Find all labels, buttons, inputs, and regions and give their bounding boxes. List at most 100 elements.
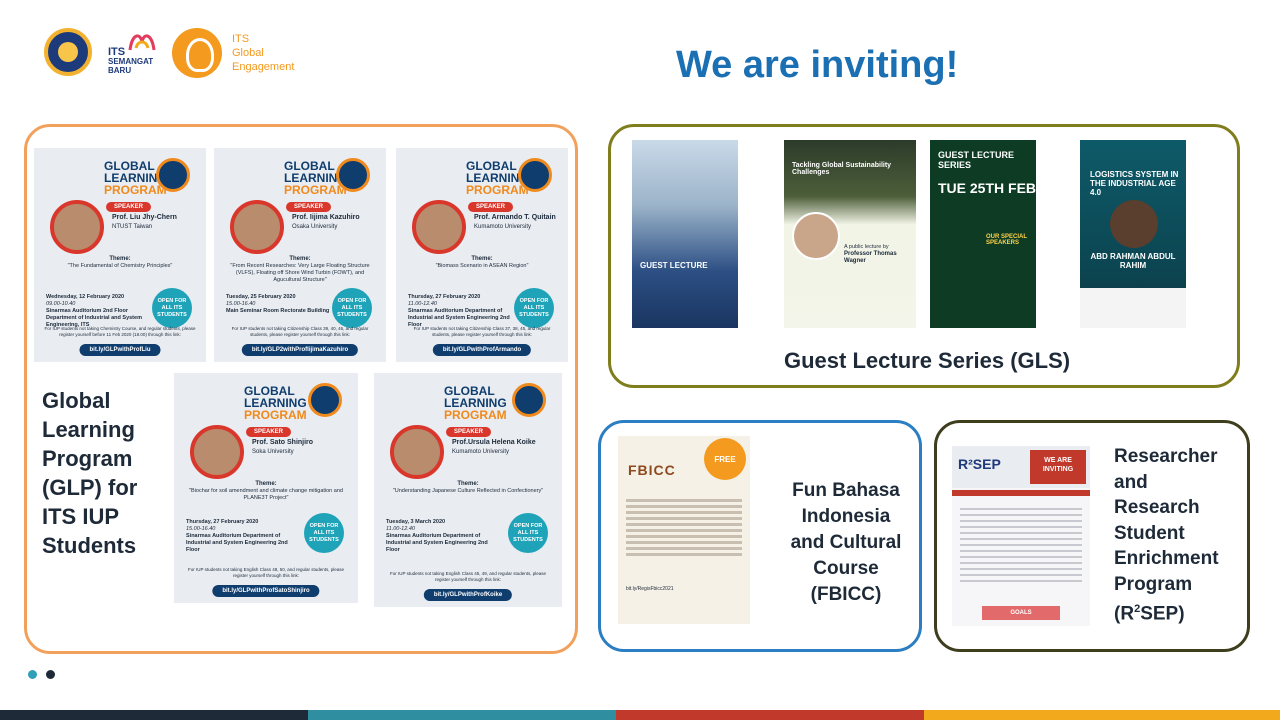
glp-poster-title-line: LEARNING — [104, 171, 167, 185]
gls-poster-sustainability[interactable]: Tackling Global Sustainability Challenge… — [784, 140, 916, 328]
speaker-affiliation: NTUST Taiwan — [112, 224, 153, 230]
lecture-venue: Main Seminar Room Rectorate Building — [226, 308, 330, 314]
r2sep-label-suffix: SEP) — [1140, 603, 1185, 625]
lecture-date: Tuesday, 25 February 2020 — [226, 294, 296, 300]
speaker-photo — [230, 200, 284, 254]
speaker-tag: SPEAKER — [446, 427, 492, 437]
fbicc-poster-body — [626, 496, 742, 559]
lecture-theme-text: "Biomass Scenario in ASEAN Region" — [435, 263, 529, 269]
lecture-time: 11.00-12.40 — [408, 301, 437, 307]
globe-icon — [336, 158, 370, 192]
lecture-theme-label: Theme: — [457, 481, 479, 487]
registration-note: For IUP students not taking English Clas… — [187, 567, 344, 578]
pager-dot-active[interactable] — [28, 670, 37, 679]
speaker-photo — [792, 212, 840, 260]
lecture-theme-text: "From Recent Researches: Very Large Floa… — [230, 263, 370, 283]
lecture-date: Thursday, 27 February 2020 — [408, 294, 481, 300]
lecture-theme: Theme:"From Recent Researches: Very Larg… — [224, 256, 376, 284]
r2sep-poster[interactable]: R²SEP WE ARE INVITING GOALS — [952, 446, 1090, 626]
semangat-logo-line1: ITS — [108, 46, 126, 58]
fbicc-free-badge: FREE — [704, 438, 746, 480]
registration-link[interactable]: bit.ly/GLP2withProfIijimaKazuhiro — [241, 344, 359, 356]
bottom-bar-segment — [308, 710, 616, 720]
glp-poster-title-line: GLOBAL — [284, 159, 335, 173]
fbicc-poster[interactable]: FBICC FREE bit.ly/RegisFbicc2021 — [618, 436, 750, 624]
open-for-all-badge: OPEN FOR ALL ITS STUDENTS — [152, 288, 192, 328]
registration-note: For IUP students not taking Citizenship … — [231, 326, 369, 337]
fbicc-register-link: bit.ly/RegisFbicc2021 — [626, 586, 674, 592]
r2sep-logo: R²SEP — [958, 456, 1001, 472]
glp-poster-title-line: LEARNING — [284, 171, 347, 185]
lecture-time: 11.00-12.40 — [386, 526, 415, 532]
lecture-theme: Theme:"Biomass Scenario in ASEAN Region" — [406, 256, 558, 270]
speaker-name: Prof. Armando T. Quitain — [474, 214, 556, 221]
globe-icon — [308, 383, 342, 417]
gls-poster-title: GUEST LECTURE SERIES — [938, 150, 1015, 170]
gls-poster-guest-lecture[interactable]: GUEST LECTURE — [632, 140, 738, 328]
lecture-theme: Theme:"Understanding Japanese Culture Re… — [384, 481, 552, 495]
open-for-all-badge: OPEN FOR ALL ITS STUDENTS — [514, 288, 554, 328]
speaker-tag: SPEAKER — [246, 427, 292, 437]
r2sep-label-line: Enrichment — [1114, 548, 1219, 569]
gls-section-frame — [608, 124, 1240, 388]
lecture-time: 15.00-16.40 — [186, 526, 216, 532]
bottom-bar-segment — [924, 710, 1280, 720]
lecture-venue: Sinarmas Auditorium Department of Indust… — [386, 533, 488, 553]
r2sep-label-prefix: (R — [1114, 603, 1135, 625]
fbicc-section-frame — [598, 420, 922, 652]
lecture-theme-text: "Biochar for soil amendment and climate … — [189, 488, 343, 501]
semangat-logo-line2: SEMANGAT BARU — [108, 57, 154, 75]
open-for-all-badge: OPEN FOR ALL ITS STUDENTS — [304, 513, 344, 553]
r2sep-inviting-badge: WE ARE INVITING — [1030, 450, 1086, 484]
global-engagement-line: Global — [232, 47, 264, 59]
gls-poster-series-feb[interactable]: GUEST LECTURE SERIES TUE 25TH FEB OUR SP… — [930, 140, 1036, 328]
butterfly-icon — [128, 34, 156, 51]
glp-poster-title-line: GLOBAL — [104, 159, 155, 173]
fbicc-label-line: and Cultural — [790, 532, 902, 553]
gls-poster-title: Tackling Global Sustainability Challenge… — [792, 162, 892, 176]
glp-poster-title-line: LEARNING — [444, 396, 507, 410]
pager-dot[interactable] — [46, 670, 55, 679]
gls-poster-speakers-heading: OUR SPECIAL SPEAKERS — [986, 234, 1027, 246]
gls-poster-logistics[interactable]: LOGISTICS SYSTEM IN THE INDUSTRIAL AGE 4… — [1080, 140, 1186, 328]
its-semangat-baru-logo: ITS SEMANGAT BARU — [106, 30, 162, 76]
r2sep-label-line: Student — [1114, 522, 1185, 544]
r2sep-label-line: Researcher — [1114, 446, 1218, 467]
registration-link[interactable]: bit.ly/GLPwithProfKoike — [423, 589, 513, 601]
gls-poster-speaker: A public lecture by Professor Thomas Wag… — [844, 244, 910, 265]
glp-poster-title-line: PROGRAM — [104, 183, 167, 197]
r2sep-goals-banner: GOALS — [982, 606, 1060, 620]
fbicc-label-line: Course — [813, 558, 879, 579]
registration-link[interactable]: bit.ly/GLPwithProfSatoShinjiro — [212, 585, 320, 597]
glp-poster-title-line: GLOBAL — [244, 384, 295, 398]
fbicc-section-label: Fun Bahasa Indonesia and Cultural Course… — [778, 478, 914, 608]
glp-poster-title-line: PROGRAM — [244, 408, 307, 422]
r2sep-poster-body — [960, 504, 1082, 586]
lecture-date: Tuesday, 3 March 2020 — [386, 519, 446, 525]
glp-poster-title-line: PROGRAM — [466, 183, 529, 197]
r2sep-poster-bar — [952, 490, 1090, 496]
r2sep-section-frame — [934, 420, 1250, 652]
lecture-theme-label: Theme: — [109, 256, 131, 262]
registration-link[interactable]: bit.ly/GLPwithProfLiu — [79, 344, 161, 356]
glp-label-line: Learning — [42, 417, 135, 442]
glp-label-line: (GLP) for — [42, 475, 138, 500]
glp-label-line: Program — [42, 446, 133, 471]
globe-icon — [512, 383, 546, 417]
lecture-theme: Theme:"Biochar for soil amendment and cl… — [184, 481, 348, 502]
gls-poster-date: TUE 25TH FEB — [938, 180, 1036, 196]
registration-link[interactable]: bit.ly/GLPwithProfArmando — [432, 344, 532, 356]
speaker-photo — [190, 425, 244, 479]
